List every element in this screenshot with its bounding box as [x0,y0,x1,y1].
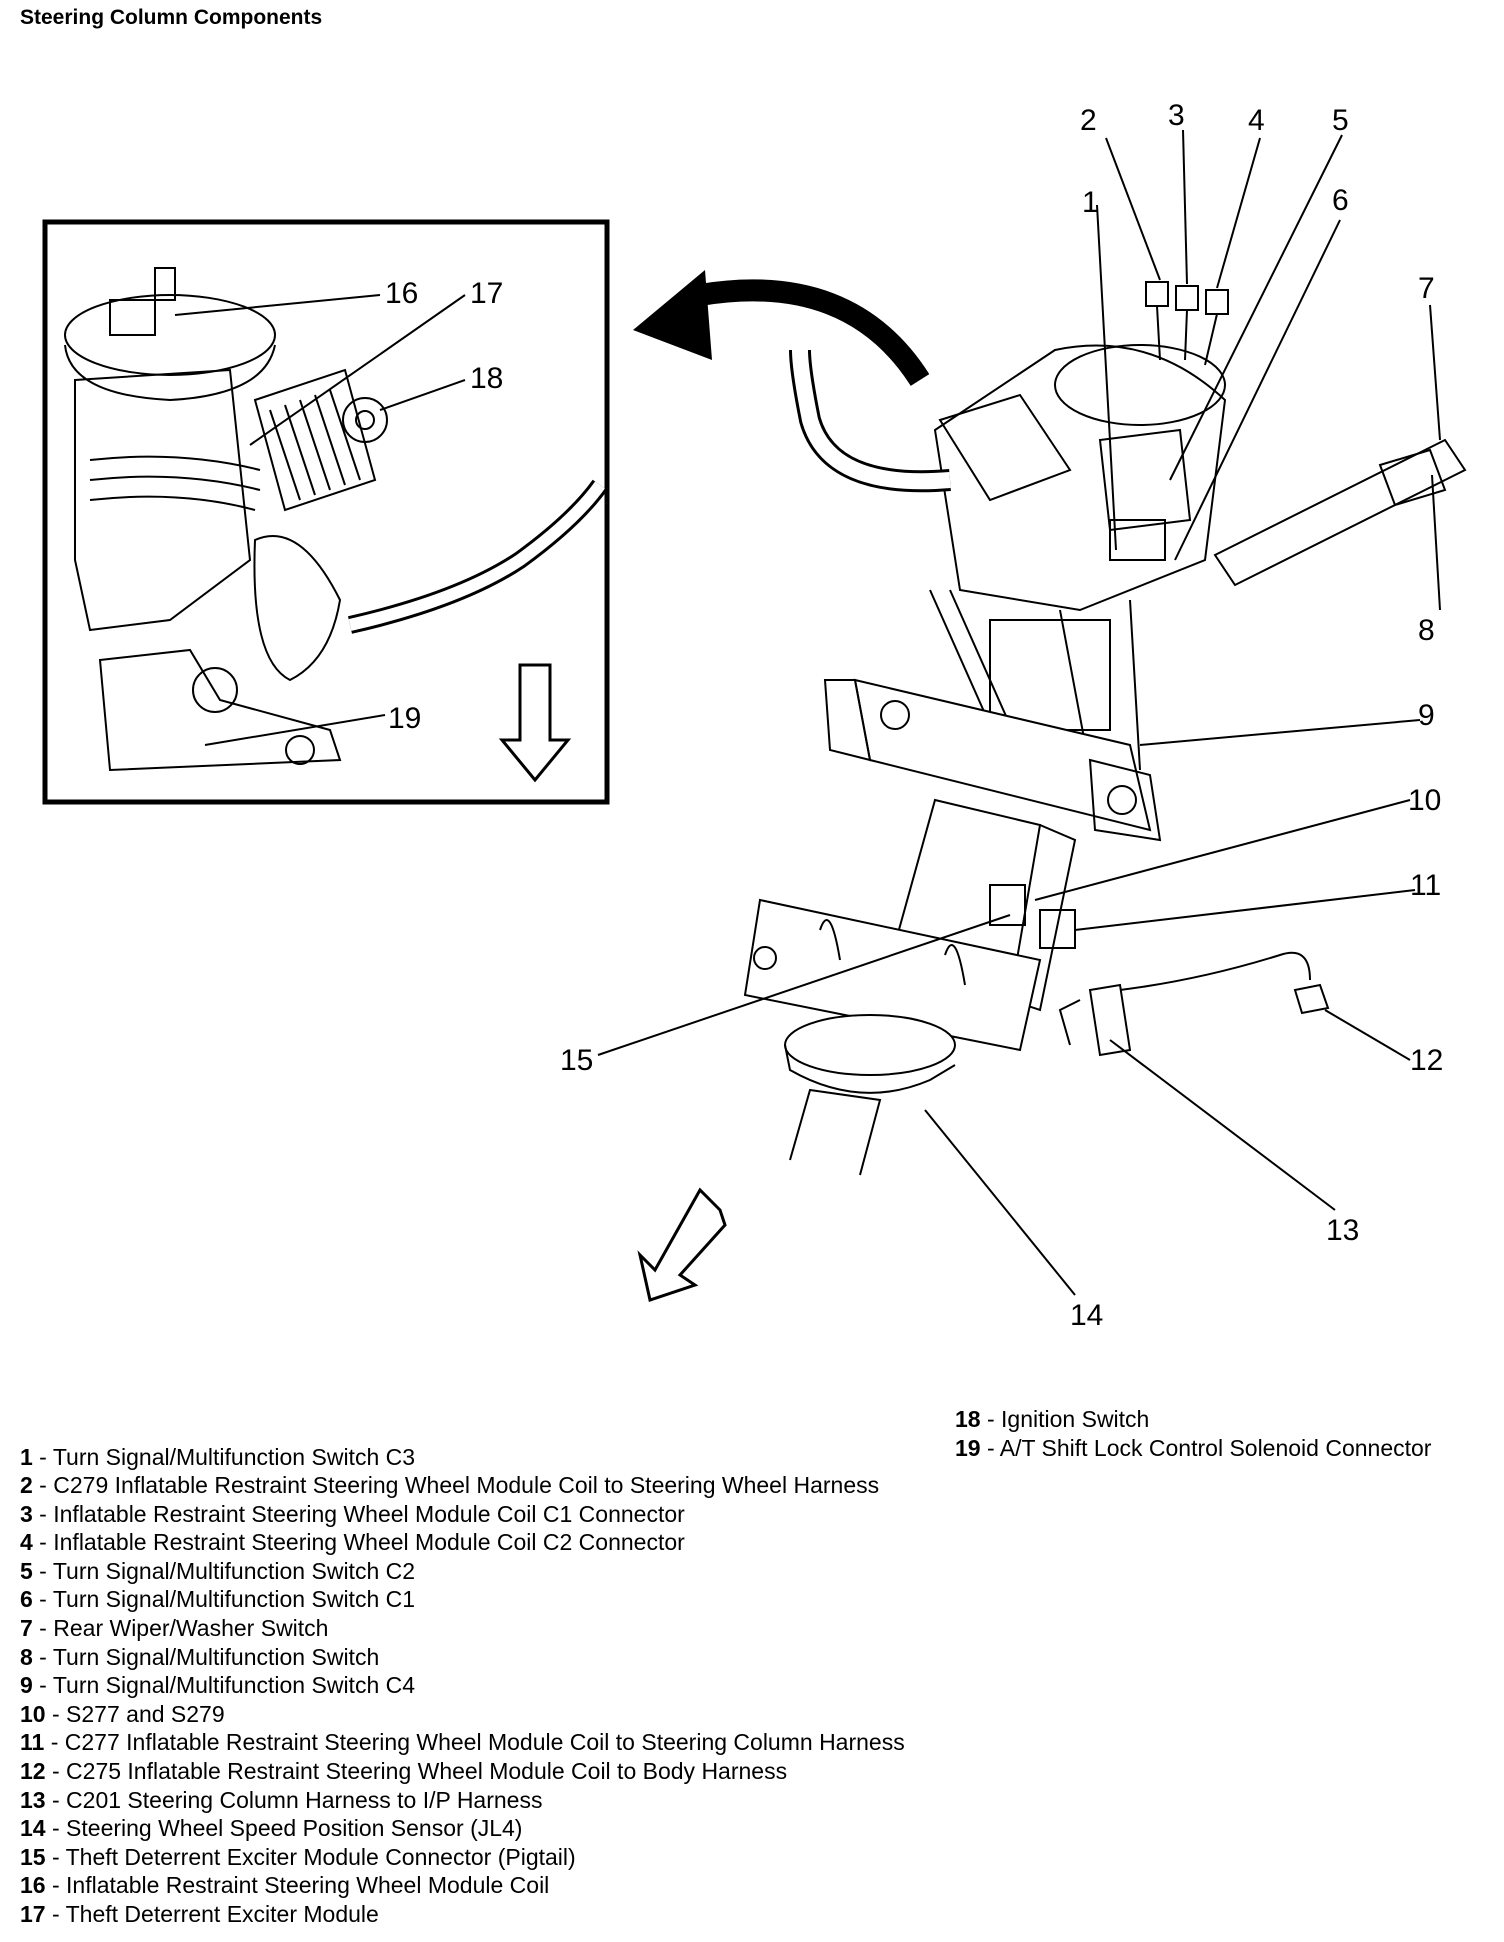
legend-item-3: 3 - Inflatable Restraint Steering Wheel … [20,1501,685,1527]
detail-inset [42,219,610,805]
legend-item-2: 2 - C279 Inflatable Restraint Steering W… [20,1472,880,1498]
callout-4: 4 [1248,104,1265,137]
callout-8: 8 [1418,614,1435,647]
legend-item-15: 15 - Theft Deterrent Exciter Module Conn… [20,1844,576,1870]
legend-item-17: 17 - Theft Deterrent Exciter Module [20,1901,379,1927]
callout-7: 7 [1418,272,1435,305]
callout-3: 3 [1168,99,1185,132]
callout-5: 5 [1332,104,1349,137]
legend-item-12: 12 - C275 Inflatable Restraint Steering … [20,1758,788,1784]
legend-item-18: 18 - Ignition Switch [955,1406,1150,1432]
steering-column-assembly [637,281,1467,1302]
callout-19: 19 [388,702,421,735]
legend-item-8: 8 - Turn Signal/Multifunction Switch [20,1644,380,1670]
callout-17: 17 [470,277,503,310]
callout-6: 6 [1332,184,1349,217]
callout-10: 10 [1408,784,1441,817]
callout-11: 11 [1410,869,1441,902]
callout-2: 2 [1080,104,1097,137]
callout-16: 16 [385,277,418,310]
legend-item-14: 14 - Steering Wheel Speed Position Senso… [20,1815,523,1841]
legend-item-6: 6 - Turn Signal/Multifunction Switch C1 [20,1586,416,1612]
callout-13: 13 [1326,1214,1359,1247]
legend-item-4: 4 - Inflatable Restraint Steering Wheel … [20,1529,685,1555]
callout-labels: 1 2 3 4 5 6 7 8 9 10 11 12 13 14 15 16 1… [385,99,1443,1332]
callout-15: 15 [560,1044,593,1077]
legend-item-10: 10 - S277 and S279 [20,1701,225,1727]
callout-9: 9 [1418,699,1435,732]
page-title: Steering Column Components [20,6,323,29]
legend-item-7: 7 - Rear Wiper/Washer Switch [20,1615,329,1641]
legend-item-16: 16 - Inflatable Restraint Steering Wheel… [20,1872,550,1898]
legend-item-19: 19 - A/T Shift Lock Control Solenoid Con… [955,1435,1432,1461]
legend-item-13: 13 - C201 Steering Column Harness to I/P… [20,1787,543,1813]
legend-item-11: 11 - C277 Inflatable Restraint Steering … [20,1729,905,1755]
legend-item-1: 1 - Turn Signal/Multifunction Switch C3 [20,1444,416,1470]
legend-item-9: 9 - Turn Signal/Multifunction Switch C4 [20,1672,416,1698]
leader-lines [174,129,1441,1296]
pointer-arrow [633,270,930,386]
legend-item-5: 5 - Turn Signal/Multifunction Switch C2 [20,1558,416,1584]
callout-14: 14 [1070,1299,1103,1332]
steering-column-diagram: 1 2 3 4 5 6 7 8 9 10 11 12 13 14 15 16 1… [42,99,1467,1332]
callout-1: 1 [1082,186,1099,219]
callout-12: 12 [1410,1044,1443,1077]
callout-18: 18 [470,362,503,395]
